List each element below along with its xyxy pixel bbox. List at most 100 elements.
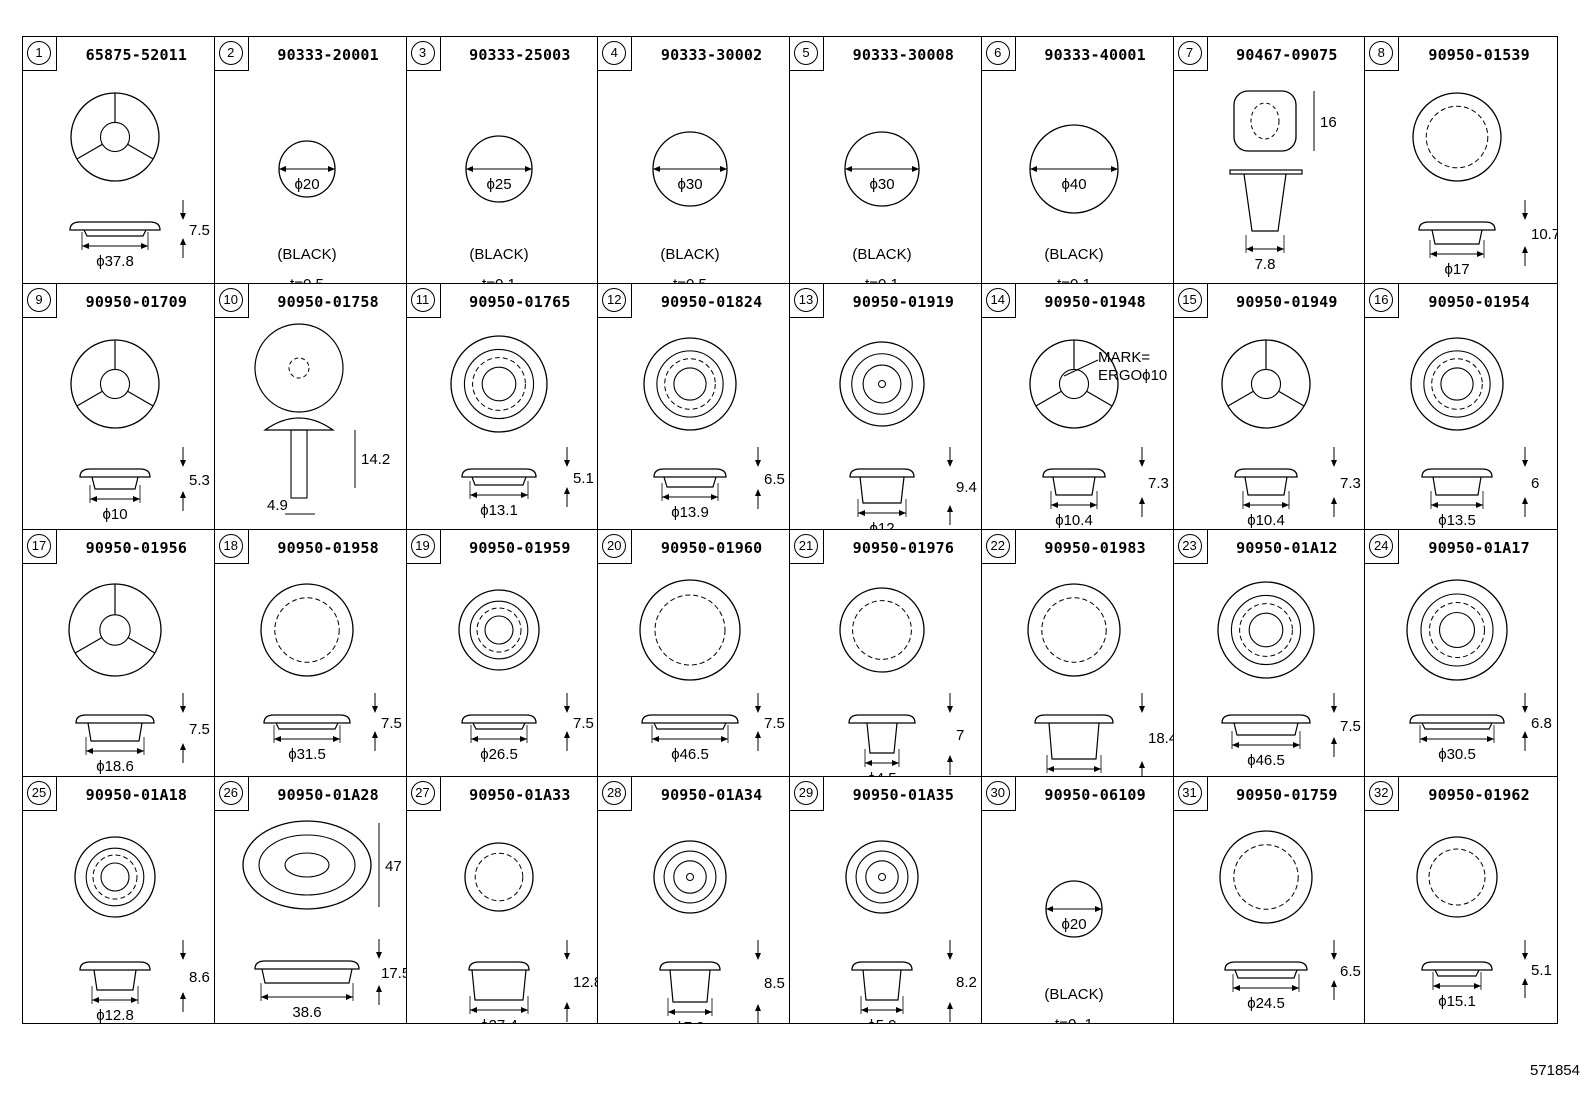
part-drawing: 5.3 ϕ10 [70,338,210,523]
item-number: 31 [1177,780,1202,805]
dimension-label: (BLACK) [277,246,336,263]
part-number: 90333-30002 [660,46,763,64]
dimension-label: 4.9 [267,497,288,514]
item-number: 8 [1369,41,1394,65]
part-drawing: ϕ30(BLACK)t=0.1 [844,131,920,283]
part-number: 90950-01709 [85,292,188,311]
item-number: 16 [1369,287,1394,312]
item-number: 4 [602,41,627,65]
dimension-label: ERGOϕ10 [1098,367,1167,384]
part-number: 90950-01A28 [277,785,379,804]
dimension-label: 5.3 [189,472,210,489]
part-drawing: ϕ30(BLACK)t=0.5 [652,131,728,283]
dimension-label: 16 [1320,114,1337,131]
item-number-box: 16 [1365,283,1400,318]
dimension-label: ϕ12 [869,520,894,531]
dimension-label: ϕ7.9 [676,1019,705,1024]
dimension-label: 7.5 [189,222,210,239]
part-number: 90950-01A34 [660,785,763,804]
dimension-label: ϕ4.5 [867,770,896,777]
dimension-label: 7.5 [189,721,210,738]
part-drawing: 7ϕ4.5 [839,587,964,777]
part-number: 90950-01960 [660,539,763,557]
item-number-box: 30 [981,776,1016,811]
dimension-label: 10.7 [1531,226,1557,243]
part-number: 90950-01539 [1428,46,1530,64]
part-drawing: ϕ25(BLACK)t=0.1 [464,135,533,284]
dimension-label: 7.5 [1340,718,1361,735]
dimension-label: ϕ17 [1445,261,1470,278]
item-number: 6 [985,41,1010,65]
dimension-label: ϕ18.6 [96,758,134,775]
dimension-label: ϕ10 [102,506,127,523]
dimension-label: t=0.1 [482,276,516,284]
item-number: 23 [1177,534,1202,558]
part-number: 90950-01983 [1044,539,1146,557]
dimension-label: 12.83 [573,974,599,991]
item-number-box: 25 [23,776,57,811]
dimension-label: ϕ20 [294,176,319,193]
item-number: 25 [27,780,51,805]
dimension-label: ϕ30.5 [1438,746,1476,763]
document-number: 571854 [1529,1062,1580,1079]
item-number-box: 20 [598,530,633,564]
item-number: 14 [985,287,1010,312]
part-number: 90950-01958 [277,539,379,557]
item-number-box: 21 [790,530,824,564]
dimension-label: ϕ10.4 [1247,512,1285,529]
item-number: 11 [410,287,435,312]
item-number: 29 [794,780,818,805]
item-number: 32 [1369,780,1394,805]
item-number-box: 15 [1173,283,1208,318]
part-number: 90950-01949 [1236,292,1338,311]
dimension-label: ϕ13.1 [480,502,518,519]
item-number: 27 [410,780,435,805]
item-number: 15 [1177,287,1202,312]
dimension-label: MARK= [1098,349,1150,366]
part-number: 90950-01824 [660,292,763,311]
item-number-box: 18 [214,530,249,564]
dimension-label: 9.4 [956,479,977,496]
dimension-label: ϕ5.9 [867,1017,896,1024]
item-number-box: 5 [790,37,824,71]
item-number-box: 12 [598,283,633,318]
item-number-box: 4 [598,37,633,71]
dimension-label: ϕ30 [869,176,894,193]
part-number: 90950-01A17 [1428,539,1530,557]
dimension-label: ϕ26.5 [480,746,518,763]
dimension-label: ϕ30 [678,176,703,193]
item-number: 2 [218,41,243,65]
dimension-label: 5.1 [573,470,594,487]
part-number: 90333-30008 [852,46,955,64]
part-drawing: ϕ20(BLACK)t=0.5 [277,140,336,283]
part-drawing: 8.5ϕ7.9 [653,839,785,1024]
dimension-label: ϕ24.5 [1247,995,1285,1012]
item-number-box: 29 [790,776,824,811]
item-number-box: 26 [214,776,249,811]
part-number: 90950-01A35 [852,785,955,804]
part-drawing: 8.2ϕ5.9 [845,839,977,1024]
item-number: 3 [410,41,435,65]
item-number: 17 [27,534,51,558]
dimension-label: ϕ13.9 [671,504,709,521]
item-number-box: 1 [23,37,57,71]
